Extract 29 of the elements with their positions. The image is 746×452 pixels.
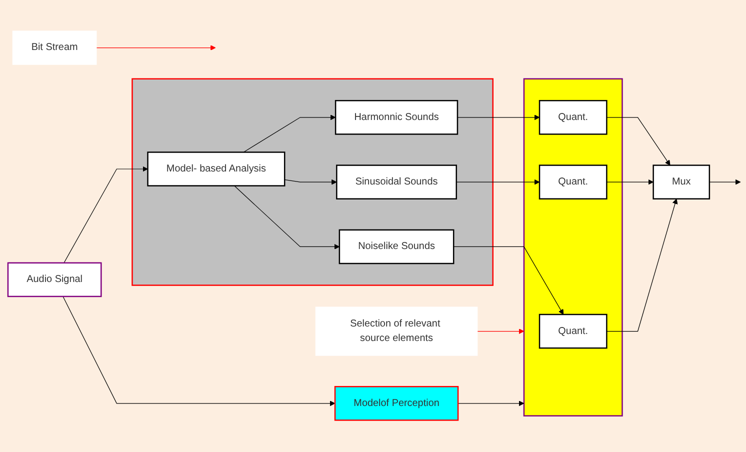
node-box: Bit Stream xyxy=(12,31,97,66)
arrow xyxy=(477,328,524,334)
node-box: Harmonnic Sounds xyxy=(334,100,458,136)
arrow xyxy=(458,401,524,407)
arrow xyxy=(453,246,564,316)
arrow xyxy=(64,166,148,264)
node-box: Quant. xyxy=(538,165,608,200)
arrow xyxy=(96,45,216,51)
arrow xyxy=(709,180,741,186)
node-box: Quant. xyxy=(538,314,608,350)
arrow xyxy=(243,115,336,153)
arrow xyxy=(606,180,654,186)
cluster xyxy=(523,78,623,417)
arrow xyxy=(457,115,540,121)
node-box: Model- based Analysis xyxy=(147,152,286,187)
node-box: Modelof Perception xyxy=(334,386,459,422)
node-box: Mux xyxy=(652,165,710,200)
arrow xyxy=(606,199,678,332)
arrow xyxy=(62,296,336,407)
arrow xyxy=(606,118,670,166)
node-box: Quant. xyxy=(538,100,608,136)
arrow xyxy=(456,180,540,186)
node-box: Selection of relevant source elements xyxy=(315,307,478,356)
node-box: Noiselike Sounds xyxy=(338,230,454,265)
node-box: Audio Signal xyxy=(7,262,102,298)
node-box: Sinusoidal Sounds xyxy=(336,165,457,200)
arrow xyxy=(234,186,340,250)
arrow xyxy=(284,180,337,186)
cluster xyxy=(132,78,494,286)
